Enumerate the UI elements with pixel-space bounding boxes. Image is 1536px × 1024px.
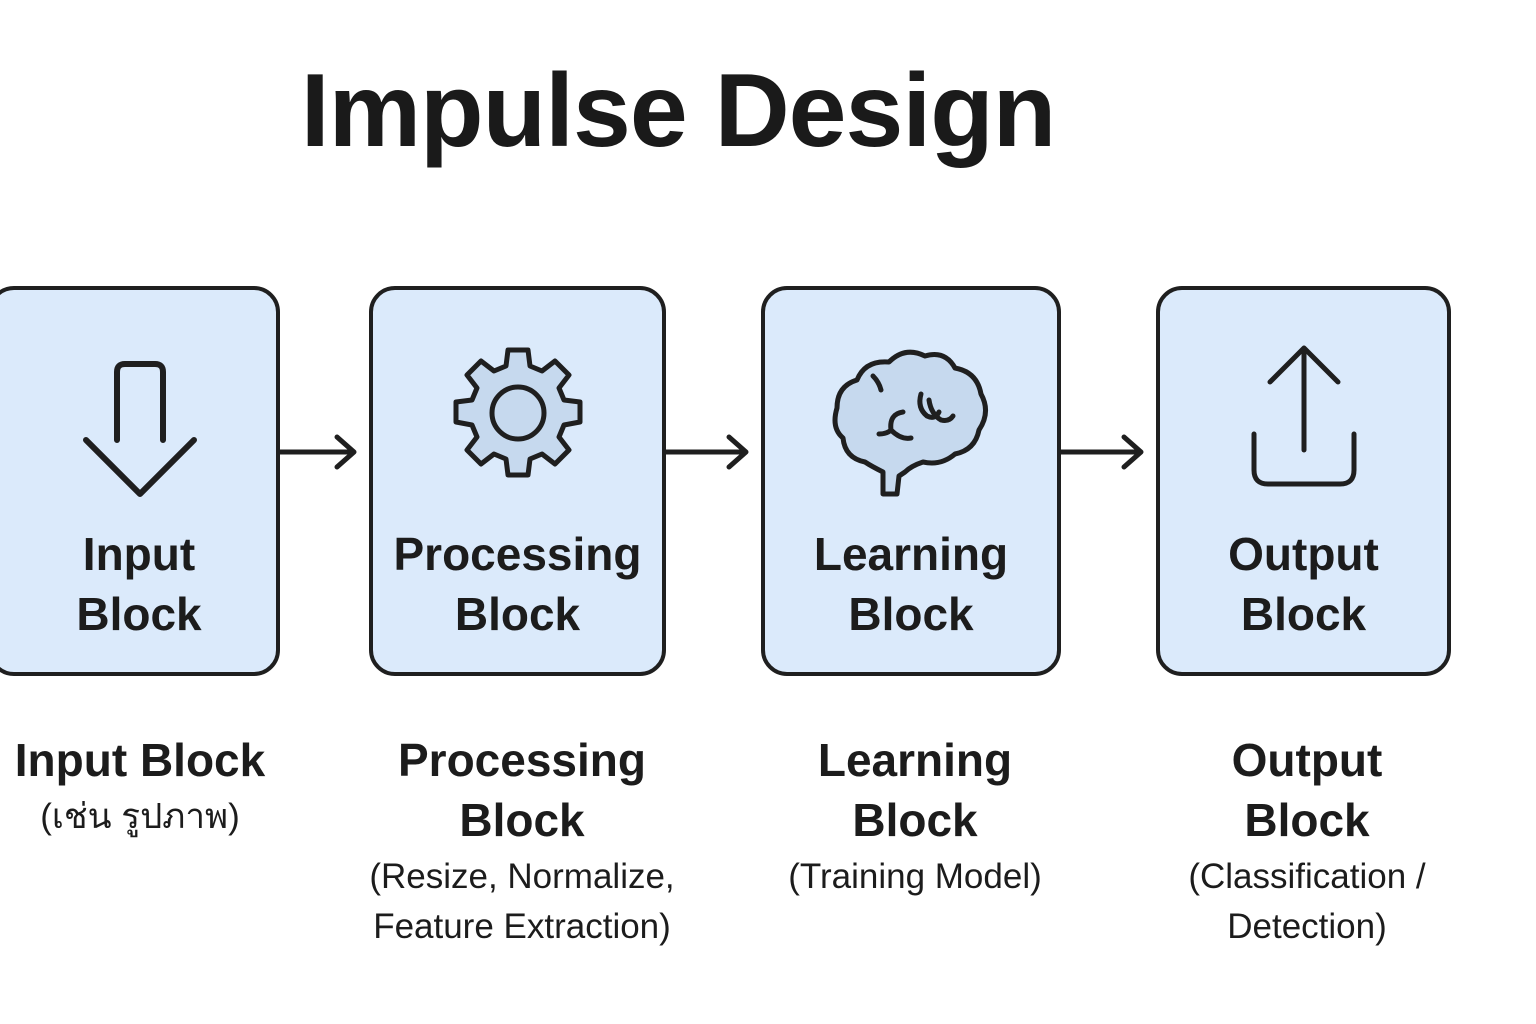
output-caption-subtitle-line1: (Classification / xyxy=(1188,857,1426,896)
gear-icon xyxy=(453,347,582,478)
learning-caption-subtitle: (Training Model) xyxy=(788,857,1042,896)
processing-caption-title-line1: Processing xyxy=(398,734,646,786)
processing-block: Processing Block xyxy=(369,286,666,676)
input-caption: Input Block (เช่น รูปภาพ) xyxy=(0,730,280,842)
processing-caption: Processing Block (Resize, Normalize, Fea… xyxy=(360,730,684,952)
learning-caption: Learning Block (Training Model) xyxy=(760,730,1070,902)
input-caption-subtitle: (เช่น รูปภาพ) xyxy=(40,797,240,836)
output-caption-title-line2: Block xyxy=(1244,794,1370,846)
processing-caption-subtitle-line2: Feature Extraction) xyxy=(373,907,671,946)
learning-caption-title-line1: Learning xyxy=(817,734,1013,786)
output-block-label-line2: Block xyxy=(1240,588,1367,640)
learning-caption-title-line2: Block xyxy=(852,794,978,846)
processing-block-label-line1: Processing xyxy=(393,528,642,580)
learning-block: Learning Block xyxy=(761,286,1061,676)
processing-caption-title-line2: Block xyxy=(459,794,585,846)
input-block: Input Block xyxy=(0,286,280,676)
learning-block-label-line2: Block xyxy=(848,588,974,640)
output-caption: Output Block (Classification / Detection… xyxy=(1150,730,1464,952)
output-caption-title-line1: Output xyxy=(1231,734,1383,786)
processing-caption-subtitle-line1: (Resize, Normalize, xyxy=(369,857,675,896)
input-block-label-line2: Block xyxy=(76,588,202,640)
connector-arrow-3 xyxy=(1060,434,1144,470)
learning-block-label-line1: Learning xyxy=(813,528,1009,580)
diagram-title: Impulse Design xyxy=(300,53,1057,169)
connector-arrow-1 xyxy=(279,434,357,470)
input-block-label-line1: Input xyxy=(82,528,196,580)
brain-icon xyxy=(832,349,988,497)
processing-block-label-line2: Block xyxy=(454,588,581,640)
upload-arrow-icon xyxy=(1251,345,1356,487)
output-block-label-line1: Output xyxy=(1228,528,1379,580)
download-arrow-icon xyxy=(83,361,197,497)
input-caption-title: Input Block xyxy=(14,734,266,786)
output-block: Output Block xyxy=(1156,286,1451,676)
connector-arrow-2 xyxy=(665,434,749,470)
output-caption-subtitle-line2: Detection) xyxy=(1227,907,1387,946)
